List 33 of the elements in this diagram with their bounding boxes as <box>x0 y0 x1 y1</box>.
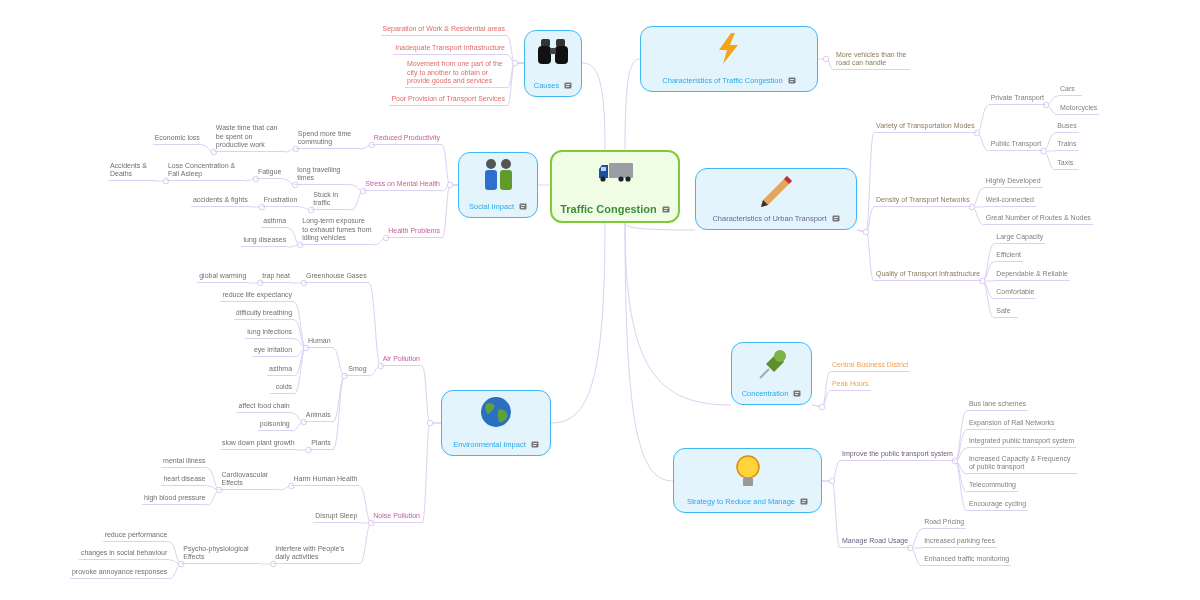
topic-box <box>458 152 538 218</box>
branch-connector <box>811 390 831 408</box>
branch-connector <box>971 206 985 226</box>
branch-connector <box>550 222 606 424</box>
branch-connector <box>624 58 641 151</box>
branch-connector <box>976 104 990 134</box>
branch-connector <box>856 229 875 282</box>
branch-connector <box>821 480 841 549</box>
topic-box <box>441 390 551 456</box>
branch-connector <box>421 422 442 524</box>
topic-title: Traffic Congestion <box>560 203 657 215</box>
branch-connector <box>506 62 525 107</box>
branch-connector <box>168 563 182 580</box>
topic-box <box>695 168 857 230</box>
topic-box <box>524 30 582 97</box>
branch-connector <box>581 62 606 151</box>
branch-connector <box>358 485 372 524</box>
branch-connector <box>332 347 346 377</box>
branch-connector <box>971 187 985 208</box>
topic-box <box>731 342 812 405</box>
branch-connector <box>207 489 220 506</box>
topic-box <box>673 448 822 513</box>
topic-box <box>640 26 818 92</box>
branch-connector <box>624 222 696 231</box>
branch-connector <box>624 222 674 482</box>
branch-connector <box>350 190 364 211</box>
branch-connector <box>207 467 220 491</box>
central-topic-box <box>550 150 680 223</box>
branch-connector <box>817 58 835 71</box>
branch-connector <box>976 132 990 152</box>
branch-connector <box>168 541 182 565</box>
branch-connector <box>287 227 301 246</box>
branch-connector <box>441 184 459 239</box>
